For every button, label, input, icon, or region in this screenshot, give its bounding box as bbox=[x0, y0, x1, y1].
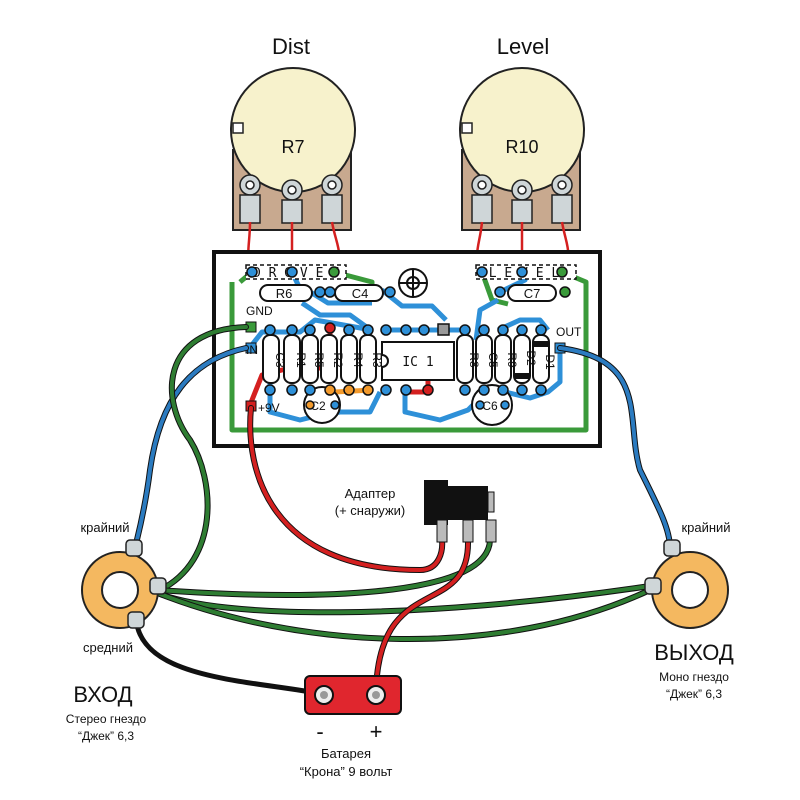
adapter-pin bbox=[462, 519, 474, 543]
svg-text:C7: C7 bbox=[524, 286, 541, 301]
input-jack[interactable] bbox=[81, 539, 167, 629]
svg-text:C2: C2 bbox=[310, 399, 326, 413]
pot-knob bbox=[230, 67, 356, 193]
pot-marker bbox=[461, 122, 473, 134]
gnd-label: GND bbox=[246, 304, 273, 318]
svg-text:C6: C6 bbox=[482, 399, 498, 413]
battery-label: Батарея bbox=[321, 746, 371, 761]
input-title: ВХОД bbox=[73, 682, 132, 707]
jack-sleeve-lug bbox=[644, 577, 662, 595]
in-label: IN bbox=[246, 343, 258, 357]
ic-label: IC 1 bbox=[402, 355, 433, 370]
output-title: ВЫХОД bbox=[654, 640, 734, 665]
input-tip-label: крайний bbox=[80, 520, 129, 535]
adapter-label: Адаптер bbox=[345, 486, 396, 501]
diode-band bbox=[514, 373, 530, 379]
mounting-hole-icon bbox=[398, 268, 428, 298]
component-labels: C3 R1 R5 R2 R4 R3 R8 C5 R9 D2 D1 bbox=[273, 350, 557, 370]
pot-lugs bbox=[471, 174, 573, 224]
pot-knob bbox=[459, 67, 585, 193]
capacitor-c2: C2 bbox=[303, 386, 341, 424]
adapter-pin bbox=[436, 519, 448, 543]
dc-adapter-jack[interactable] bbox=[424, 480, 497, 543]
svg-text:R1: R1 bbox=[294, 352, 308, 368]
svg-text:C3: C3 bbox=[273, 352, 287, 368]
output-desc-2: “Джек” 6,3 bbox=[666, 687, 722, 701]
input-desc-2: “Джек” 6,3 bbox=[78, 729, 134, 743]
diode-band bbox=[533, 341, 549, 347]
capacitor-c4: C4 bbox=[334, 284, 384, 302]
adapter-body bbox=[448, 486, 488, 520]
pcb: D R G V E F L E V E L R6 C4 C7 bbox=[212, 250, 602, 448]
svg-text:C5: C5 bbox=[486, 352, 500, 368]
battery-minus-label: - bbox=[316, 719, 323, 744]
svg-text:R9: R9 bbox=[505, 352, 519, 368]
svg-text:R4: R4 bbox=[351, 352, 365, 368]
adapter-sublabel: (+ снаружи) bbox=[335, 503, 405, 518]
pot-level[interactable]: R10 Level bbox=[459, 34, 585, 231]
pot-dist[interactable]: R7 Dist bbox=[230, 34, 356, 231]
battery-clip[interactable] bbox=[304, 675, 402, 715]
external-wires bbox=[132, 324, 673, 697]
jack-tip-lug bbox=[125, 539, 143, 557]
output-tip-label: крайний bbox=[681, 520, 730, 535]
svg-text:R8: R8 bbox=[467, 352, 481, 368]
plus9v-label: +9V bbox=[258, 401, 280, 415]
pot-ref-label: R7 bbox=[281, 137, 304, 157]
pot-lugs bbox=[239, 174, 343, 224]
pot-title-label: Dist bbox=[272, 34, 310, 59]
jack-tip-lug bbox=[663, 539, 681, 557]
ic-chip: IC 1 bbox=[381, 341, 455, 381]
svg-text:R6: R6 bbox=[276, 286, 293, 301]
svg-text:D1: D1 bbox=[543, 354, 557, 370]
svg-text:D2: D2 bbox=[524, 350, 538, 366]
resistor-r6: R6 bbox=[259, 284, 313, 302]
battery-sublabel: “Крона” 9 вольт bbox=[300, 764, 393, 779]
adapter-pin bbox=[485, 519, 497, 543]
jack-ring-lug bbox=[127, 611, 145, 629]
pot-marker bbox=[232, 122, 244, 134]
svg-text:R5: R5 bbox=[312, 352, 326, 368]
svg-text:R2: R2 bbox=[331, 352, 345, 368]
pcb-pads bbox=[246, 266, 571, 410]
pot-title-label: Level bbox=[497, 34, 550, 59]
output-jack[interactable] bbox=[644, 539, 729, 629]
capacitor-c7: C7 bbox=[507, 284, 557, 302]
jack-sleeve-lug bbox=[149, 577, 167, 595]
input-desc: Стерео гнездо bbox=[66, 712, 147, 726]
adapter-flange bbox=[424, 480, 448, 525]
battery-plus-label: + bbox=[370, 719, 383, 744]
pot-ref-label: R10 bbox=[505, 137, 538, 157]
jack-hole bbox=[671, 571, 709, 609]
input-ring-label: средний bbox=[83, 640, 133, 655]
adapter-tip bbox=[487, 491, 495, 513]
svg-text:C4: C4 bbox=[352, 286, 369, 301]
svg-text:R3: R3 bbox=[370, 352, 384, 368]
out-label: OUT bbox=[556, 325, 582, 339]
output-desc: Моно гнездо bbox=[659, 670, 729, 684]
jack-hole bbox=[101, 571, 139, 609]
